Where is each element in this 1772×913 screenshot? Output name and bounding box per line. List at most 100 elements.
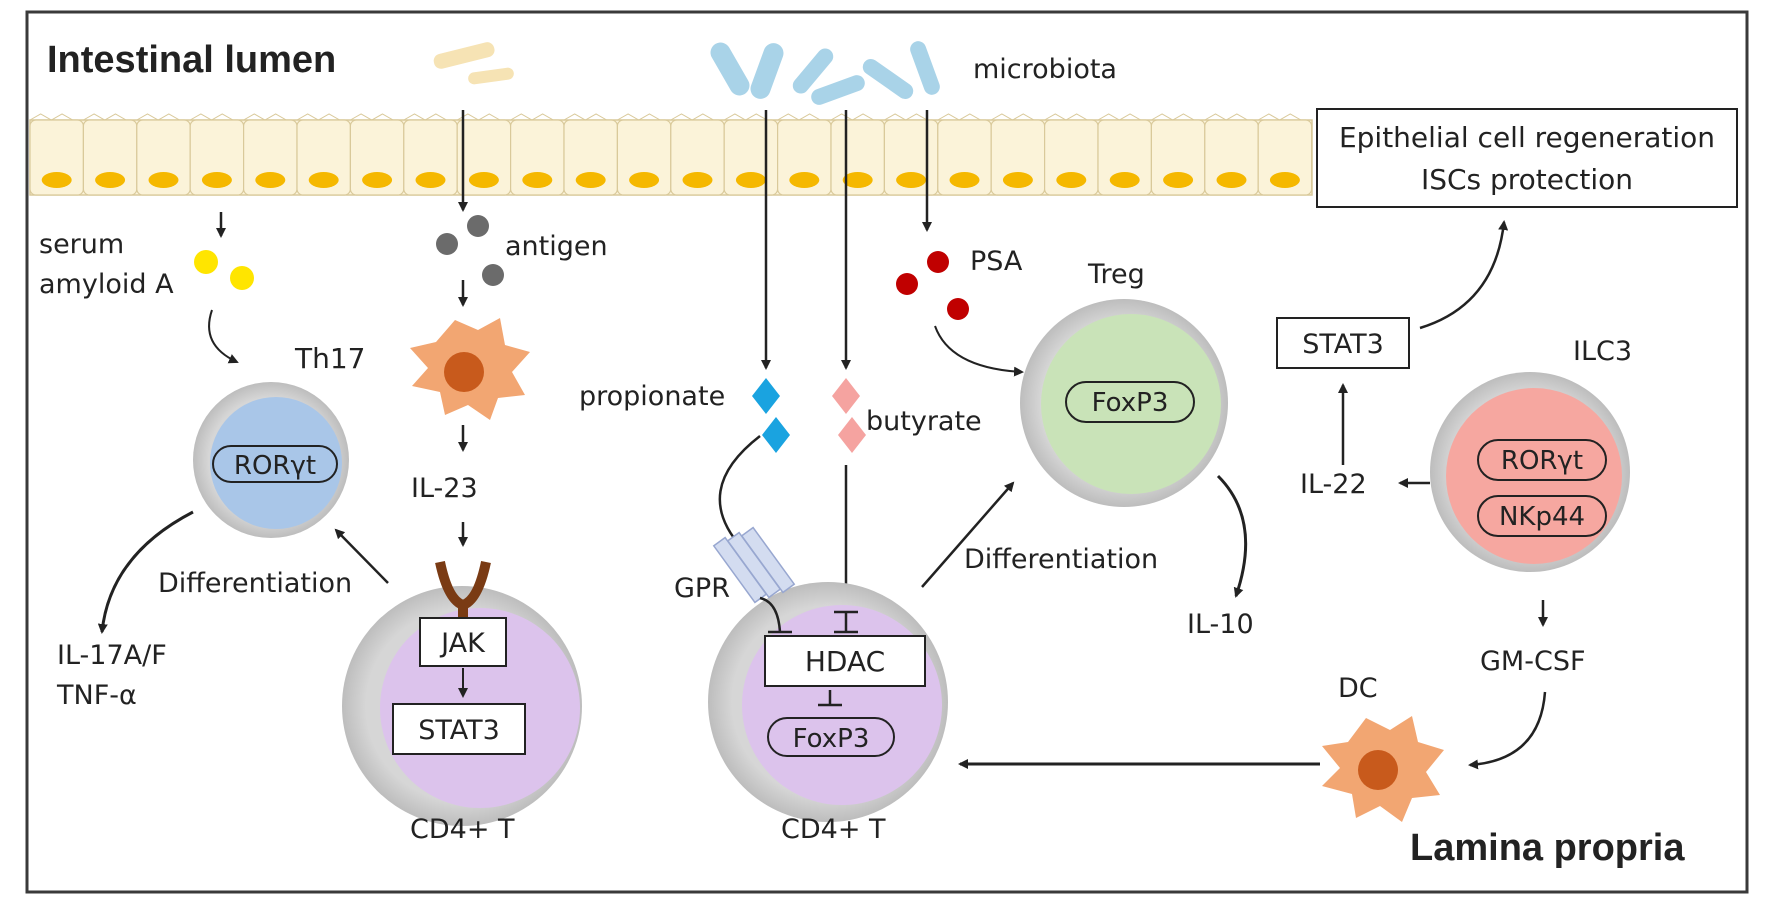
epithelial-box-line2: ISCs protection <box>1421 163 1633 196</box>
hdac-box <box>764 635 926 687</box>
epithelial-nucleus <box>148 172 179 188</box>
cd4-t-cell-right: HDAC FoxP3 <box>708 526 948 822</box>
epithelial-nucleus <box>735 172 766 188</box>
microvilli <box>1044 113 1098 121</box>
foxp3-treg: FoxP3 <box>1092 388 1169 418</box>
psa-label: PSA <box>970 246 1023 277</box>
microvilli <box>617 113 671 121</box>
microbiota-label: microbiota <box>973 54 1117 85</box>
epithelial-nucleus <box>682 172 713 188</box>
antigen-label: antigen <box>505 231 608 262</box>
epithelial-nucleus <box>629 172 660 188</box>
il22-label: IL-22 <box>1300 469 1367 500</box>
dendritic-cell-top <box>410 318 530 420</box>
microvilli <box>1204 113 1259 121</box>
epithelial-nucleus <box>201 172 232 188</box>
nkp44-label: NKp44 <box>1499 502 1585 532</box>
serum-amyloid-label-1: serum <box>39 229 124 260</box>
epithelial-nucleus <box>1216 172 1247 188</box>
microvilli <box>510 113 564 121</box>
epithelial-nucleus <box>308 172 339 188</box>
epithelial-nucleus <box>1109 172 1140 188</box>
il10-label: IL-10 <box>1187 609 1254 640</box>
microvilli <box>884 113 938 121</box>
epithelial-nucleus <box>842 172 873 188</box>
il23-label: IL-23 <box>411 473 478 504</box>
epithelial-nucleus <box>1163 172 1194 188</box>
epithelial-nucleus <box>468 172 499 188</box>
differentiation-left-label: Differentiation <box>158 568 352 599</box>
psa-dot <box>896 273 918 295</box>
microvilli <box>243 113 297 121</box>
epithelial-nucleus <box>896 172 927 188</box>
epithelial-nucleus <box>1056 172 1087 188</box>
microvilli <box>83 113 137 121</box>
microvilli <box>723 113 778 121</box>
cd4-left-label: CD4+ T <box>410 814 515 845</box>
microvilli <box>830 113 885 121</box>
microvilli <box>670 113 725 121</box>
microvilli <box>456 113 511 121</box>
il17-label-1: IL-17A/F <box>57 640 167 671</box>
foxp3-cd4-label: FoxP3 <box>793 724 870 754</box>
psa-dot <box>927 251 949 273</box>
microvilli <box>563 113 618 121</box>
epithelial-nucleus <box>1002 172 1033 188</box>
epithelial-cell <box>1257 119 1313 196</box>
microvilli <box>189 113 244 121</box>
cd4-t-cell-left: JAK STAT3 <box>342 560 582 826</box>
microvilli <box>403 113 458 121</box>
microvilli <box>777 113 831 121</box>
rorgt-th17: RORγt <box>234 451 316 481</box>
foxp3-cd4-pill <box>767 717 895 757</box>
epithelial-nucleus <box>95 172 126 188</box>
antigen-dot <box>467 215 489 237</box>
psa-dot <box>947 298 969 320</box>
gpr-receptor <box>712 526 796 604</box>
dendritic-cell-bottom <box>1322 716 1444 822</box>
epithelial-nucleus <box>522 172 553 188</box>
epithelial-nucleus <box>41 172 72 188</box>
microvilli <box>350 113 404 121</box>
butyrate-molecule <box>838 417 866 453</box>
differentiation-right-label: Differentiation <box>964 544 1158 575</box>
microvilli <box>937 113 992 121</box>
serum-amyloid-label-2: amyloid A <box>39 269 174 300</box>
antigen-dot <box>482 264 504 286</box>
stat3-cd4-label: STAT3 <box>418 715 500 746</box>
epithelial-regeneration-box <box>1316 108 1738 208</box>
gmcsf-label: GM-CSF <box>1480 646 1585 677</box>
epithelium-layer <box>29 113 1313 196</box>
microvilli <box>136 113 191 121</box>
ilc3-cell: RORγt NKp44 <box>1430 372 1630 572</box>
propionate-label: propionate <box>579 381 725 412</box>
epithelial-nucleus <box>575 172 606 188</box>
rorgt-ilc3: RORγt <box>1501 446 1583 476</box>
jak-box <box>419 617 507 667</box>
th17-cell: RORγt <box>193 382 349 538</box>
epithelial-nucleus <box>415 172 446 188</box>
microbiota-bacteria <box>710 41 940 105</box>
epithelial-nucleus <box>949 172 980 188</box>
il17-label-2: TNF-α <box>56 680 137 711</box>
stat3-ilc3-label: STAT3 <box>1302 329 1384 360</box>
antigen-dot <box>436 233 458 255</box>
treg-label: Treg <box>1087 259 1145 290</box>
microvilli <box>1151 113 1205 121</box>
epithelial-nucleus <box>362 172 393 188</box>
intestinal-lumen-title: Intestinal lumen <box>47 39 336 81</box>
serum-amyloid-dot <box>230 266 254 290</box>
microvilli <box>1257 113 1312 121</box>
gpr-label: GPR <box>674 573 730 604</box>
propionate-molecule <box>762 417 790 453</box>
epithelial-nucleus <box>1269 172 1300 188</box>
microvilli <box>29 113 84 121</box>
cd4-right-label: CD4+ T <box>781 814 886 845</box>
stat3-ilc3-box <box>1276 317 1410 369</box>
hdac-label: HDAC <box>805 645 885 678</box>
epithelial-box-line1: Epithelial cell regeneration <box>1339 121 1715 154</box>
propionate-molecule <box>752 378 780 414</box>
epithelial-nucleus <box>255 172 286 188</box>
